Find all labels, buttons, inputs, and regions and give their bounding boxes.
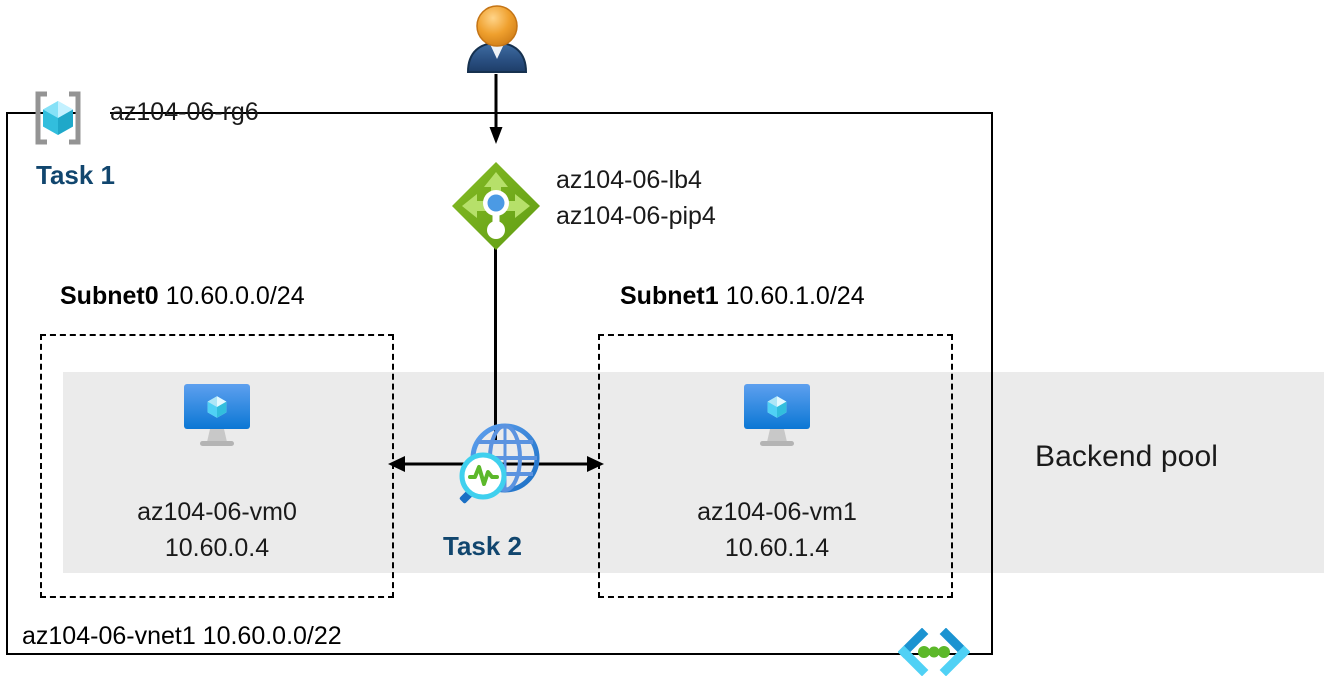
vnet-label: az104-06-vnet1 10.60.0.0/22 (22, 622, 342, 650)
vnet-boundary (6, 112, 993, 655)
subnet-1-cidr: 10.60.1.0/24 (725, 282, 865, 310)
vm-0-name-label: az104-06-vm0 (137, 498, 297, 526)
subnet-1-name: Subnet1 (620, 282, 719, 310)
task-2-label: Task 2 (443, 531, 523, 561)
subnet-0-name: Subnet0 (60, 282, 159, 310)
user-icon (462, 2, 532, 74)
network-watcher-icon (455, 418, 545, 510)
resource-group-label: az104-06-rg6 (110, 98, 259, 126)
vm-1-ip-label: 10.60.1.4 (724, 534, 830, 562)
task-1-label: Task 1 (36, 160, 116, 190)
vnet-boundary-top-right (110, 112, 993, 114)
down-arrow-icon (488, 74, 504, 144)
virtual-network-icon (897, 627, 971, 677)
lb-to-network-connector (494, 248, 497, 444)
vm-0-ip-label: 10.60.0.4 (164, 534, 270, 562)
backend-pool-label: Backend pool (1035, 440, 1219, 473)
backend-pool-band (63, 372, 1324, 573)
virtual-machine-icon (180, 382, 254, 448)
subnet-1-title: Subnet1 10.60.1.0/24 (620, 282, 865, 311)
vm-1-name-label: az104-06-vm1 (697, 498, 857, 526)
load-balancer-icon (448, 158, 544, 254)
resource-group-icon (30, 90, 86, 146)
subnet-0-title: Subnet0 10.60.0.0/24 (60, 282, 305, 311)
subnet-0-cidr: 10.60.0.0/24 (165, 282, 305, 310)
public-ip-name-label: az104-06-pip4 (556, 202, 716, 230)
load-balancer-name-label: az104-06-lb4 (556, 166, 702, 194)
virtual-machine-icon (740, 382, 814, 448)
